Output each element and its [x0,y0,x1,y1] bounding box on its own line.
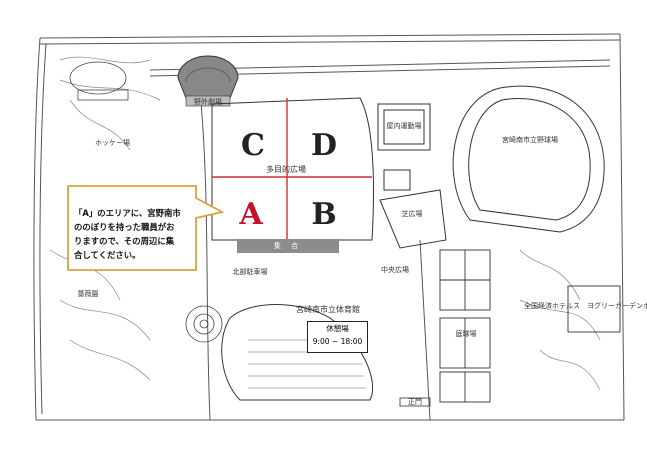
central-right-square [379,189,447,249]
assembly-point-label: 集 合 [237,239,339,253]
multipurpose-label: 多目的広場 [266,164,306,174]
zone-b-label: B [311,197,336,232]
rest-area-box: 休憩場 9:00 ~ 18:00 [307,321,368,353]
gate-label: 正門 [408,398,422,406]
zone-grid [212,98,372,240]
hotel [567,285,621,333]
amphitheater: 野外劇場 [177,55,239,107]
park-upper-left [69,61,129,101]
zone-a-label: A [238,197,263,232]
baseball-stadium [452,85,605,233]
gym-label: 宮崎南市立体育館 [296,304,360,314]
hotel-label: 全国経済ホテルス ヨグリーガーデンホテル [524,301,647,310]
callout-bubble [67,185,225,271]
rest-area-hours: 9:00 ~ 18:00 [312,337,363,346]
rose-garden-label: 薔薇園 [78,289,99,298]
indoor-stadium-label: 屋内運動場 [387,121,422,130]
roundabout [185,305,223,343]
callout-text: 「A」のエリアに、宮野南市 ののぼりを持った職員がお りますので、その周辺に集 … [74,208,181,260]
amphitheater-label: 野外劇場 [194,97,222,106]
north-area-label: 北部駐車場 [233,267,268,276]
central-square-label: 中央広場 [381,265,409,274]
small-square-label: 芝広場 [402,209,423,218]
zone-d-label: D [311,128,337,163]
baseball-stadium-label: 宮崎南市立野球場 [502,135,558,144]
multipurpose-square [211,97,374,241]
tennis-courts [439,249,491,403]
rest-area-title: 休憩場 [326,324,349,333]
zone-c-label: C [241,128,265,163]
hockey-label: ホッケー場 [95,138,130,147]
indoor-stadium [377,103,431,191]
tennis-label: 庭球場 [456,329,477,338]
